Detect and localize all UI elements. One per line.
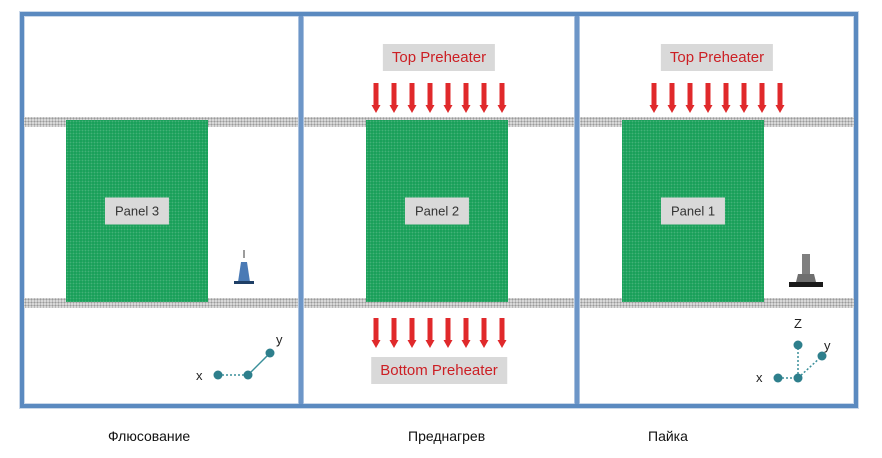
axis-z-label: Z [794,316,802,331]
axis-node [773,373,783,383]
caption-fluxing: Флюсование [108,428,191,444]
preheating-zone: Top Preheater Panel 2 Bottom Preheater [304,16,574,404]
machine-frame: Panel 3 x y Top Preheater [20,12,858,408]
axis-y-label: y [824,338,831,353]
down-arrow-icon [703,83,713,113]
top-preheater-label: Top Preheater [382,44,496,71]
top-heater-arrows [371,83,507,113]
caption-preheating: Преднагрев [408,428,486,444]
down-arrow-icon [497,318,507,348]
down-arrow-icon [461,83,471,113]
caption-soldering: Пайка [648,428,688,444]
down-arrow-icon [721,83,731,113]
fluxing-zone: Panel 3 x y [24,16,298,404]
down-arrow-icon [479,83,489,113]
conveyor-rail-bottom [304,298,574,308]
down-arrow-icon [407,83,417,113]
axis-diagram-3d [773,340,827,383]
axis-node [817,351,827,361]
top-preheater-label: Top Preheater [660,44,774,71]
down-arrow-icon [389,318,399,348]
panel-3: Panel 3 [66,120,208,302]
flux-nozzle-icon [234,250,254,284]
down-arrow-icon [649,83,659,113]
zone-divider [298,16,304,404]
down-arrow-icon [775,83,785,113]
axis-x-label: x [196,368,203,383]
down-arrow-icon [461,318,471,348]
down-arrow-icon [667,83,677,113]
down-arrow-icon [497,83,507,113]
axis-node [793,373,803,383]
axis-diagram-2d [213,348,275,380]
down-arrow-icon [479,318,489,348]
axis-x-label: x [756,370,763,385]
down-arrow-icon [371,318,381,348]
panel-label: Panel 3 [104,197,170,225]
down-arrow-icon [685,83,695,113]
bottom-heater-arrows [371,318,507,348]
down-arrow-icon [425,83,435,113]
axis-node [265,348,275,358]
panel-label: Panel 2 [404,197,470,225]
panel-1: Panel 1 [622,120,764,302]
top-heater-arrows [649,83,785,113]
axis-node [213,370,223,380]
soldering-zone: Top Preheater Panel 1 x y [580,16,854,404]
conveyor-rail-bottom [580,298,854,308]
axis-node [243,370,253,380]
down-arrow-icon [425,318,435,348]
down-arrow-icon [389,83,399,113]
down-arrow-icon [443,318,453,348]
down-arrow-icon [757,83,767,113]
axis-y-label: y [276,332,283,347]
down-arrow-icon [443,83,453,113]
down-arrow-icon [371,83,381,113]
solder-nozzle-icon [789,254,823,287]
axis-node [793,340,803,350]
conveyor-rail-bottom [24,298,298,308]
down-arrow-icon [739,83,749,113]
down-arrow-icon [407,318,417,348]
panel-label: Panel 1 [660,197,726,225]
zone-divider [574,16,580,404]
panel-2: Panel 2 [366,120,508,302]
bottom-preheater-label: Bottom Preheater [371,357,507,384]
